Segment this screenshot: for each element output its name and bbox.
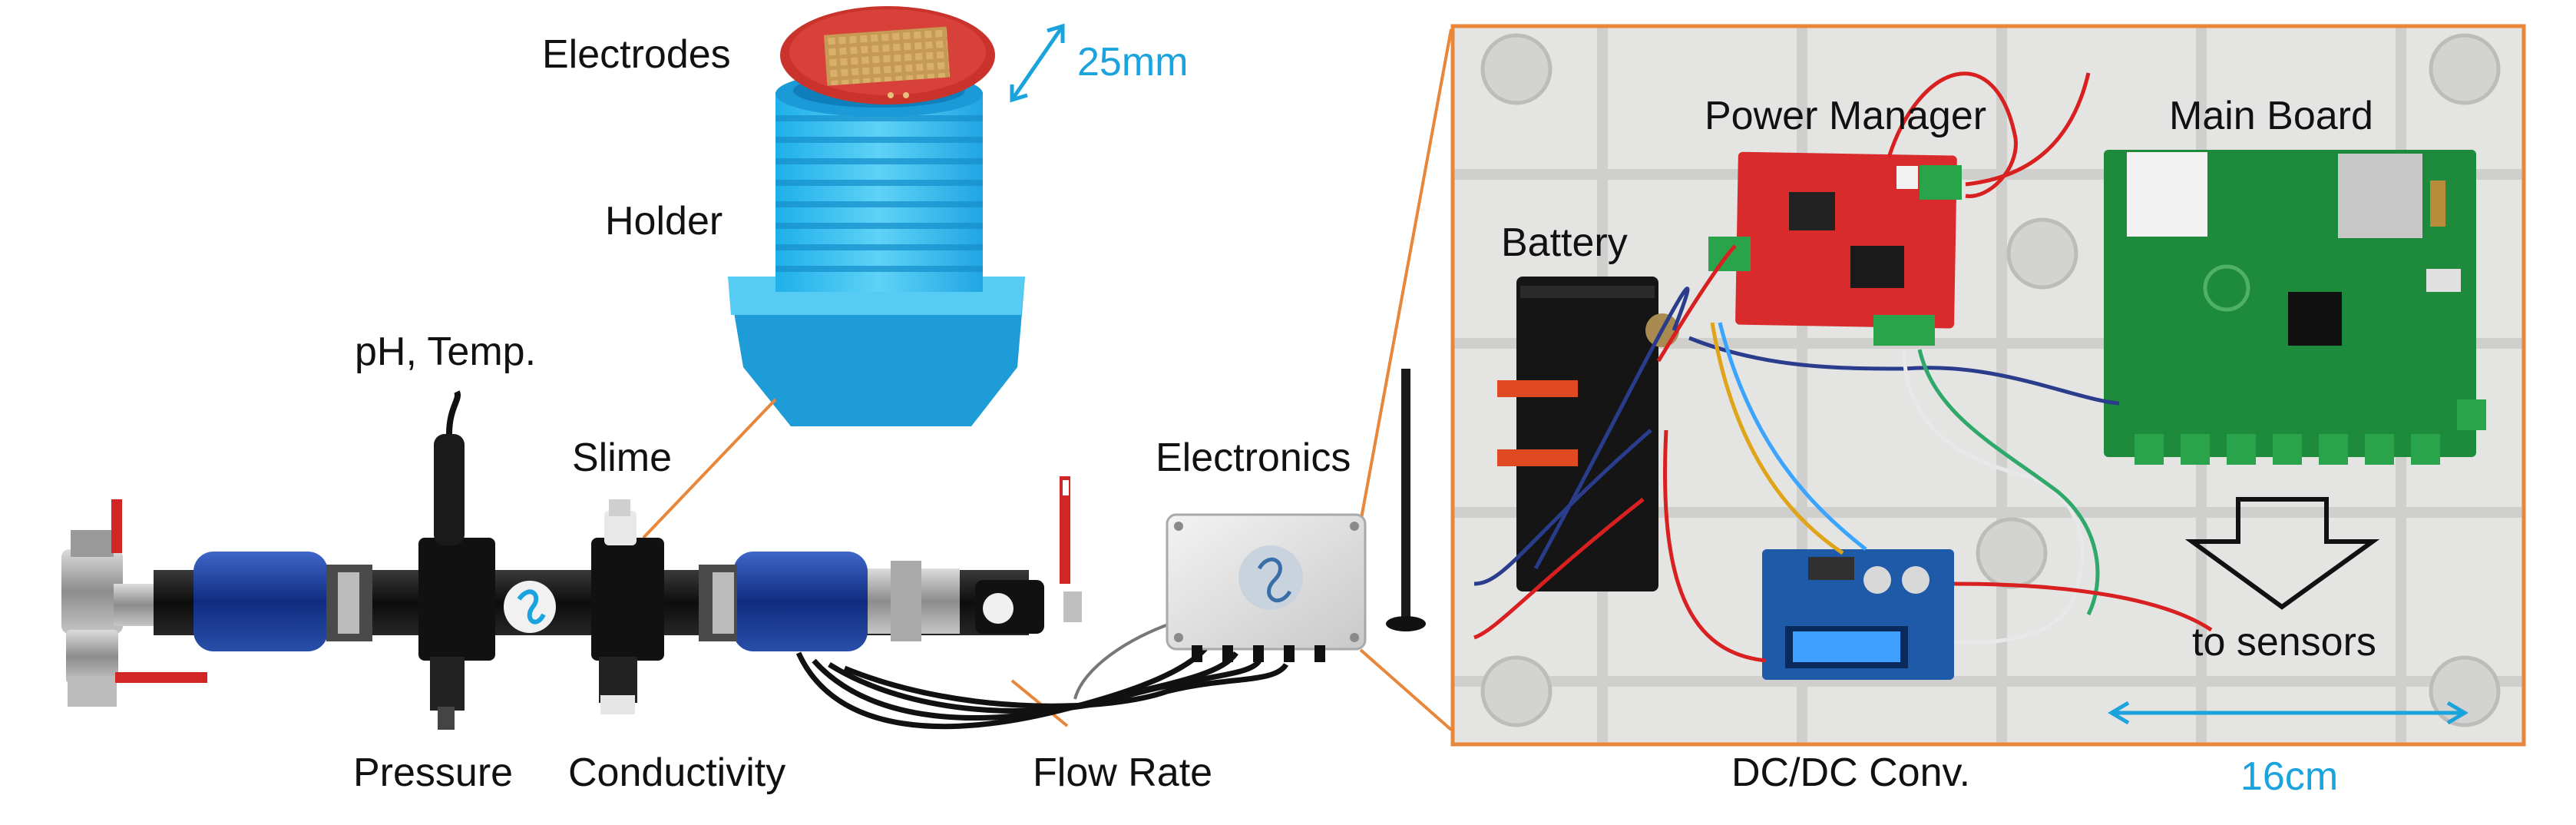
down-arrow-icon [2184,497,2380,610]
label-holder: Holder [605,199,723,244]
dimension-arrow-25mm [1010,23,1065,103]
label-dcdc-conv: DC/DC Conv. [1731,750,1971,795]
label-slime: Slime [572,436,673,480]
label-25mm: 25mm [1077,40,1189,84]
label-electrodes: Electrodes [542,32,731,77]
label-battery: Battery [1501,220,1628,265]
label-conductivity: Conductivity [568,750,786,795]
sensor-holder [728,71,1025,426]
label-pressure: Pressure [353,750,514,795]
electronics-enclosure [1166,369,1426,662]
electronics-photo-panel [1450,24,2526,747]
pipe-assembly [61,390,1288,730]
label-to-sensors: to sensors [2192,620,2376,664]
leader-lines [642,28,1453,731]
label-16cm: 16cm [2240,754,2339,799]
label-flow-rate: Flow Rate [1033,750,1213,795]
label-main-board: Main Board [2169,94,2373,138]
label-electronics: Electronics [1156,436,1351,480]
electrode-disc [780,6,995,104]
label-power-manager: Power Manager [1705,94,1987,138]
label-ph-temp: pH, Temp. [355,330,537,374]
